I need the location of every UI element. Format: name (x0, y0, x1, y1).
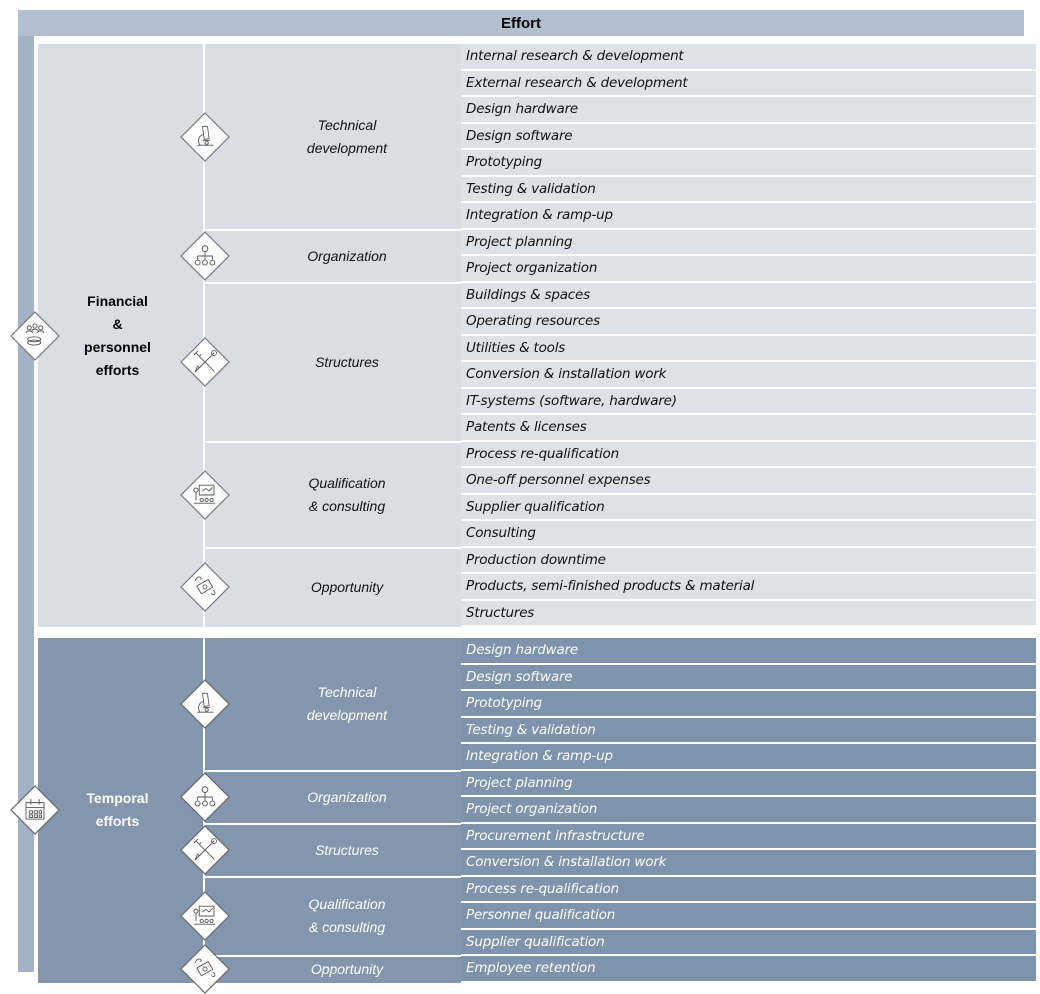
tools-icon (180, 825, 230, 875)
effort-item: Products, semi-finished products & mater… (461, 574, 1036, 599)
effort-item: Project organization (461, 256, 1036, 281)
category-divider (203, 875, 461, 878)
effort-item: One-off personnel expenses (461, 468, 1036, 493)
category-label: Organization (307, 788, 387, 805)
category-label: Qualification & consulting (308, 474, 386, 514)
group-label: Temporal efforts (86, 790, 149, 830)
effort-item: Project planning (461, 770, 1036, 795)
category-divider (203, 769, 461, 772)
flying-money-icon (180, 562, 230, 613)
effort-item: IT-systems (software, hardware) (461, 388, 1036, 413)
effort-item: Project organization (461, 797, 1036, 822)
effort-item: Integration & ramp-up (461, 203, 1036, 228)
effort-item: Prototyping (461, 691, 1036, 716)
effort-item: Design hardware (461, 97, 1036, 122)
effort-item: Conversion & installation work (461, 362, 1036, 387)
effort-item: Supplier qualification (461, 494, 1036, 519)
effort-item: Consulting (461, 521, 1036, 546)
category-divider (203, 546, 461, 549)
effort-item: Project planning (461, 229, 1036, 254)
microscope-icon (180, 679, 230, 730)
org-chart-icon (180, 231, 230, 281)
left-bar (18, 36, 34, 972)
effort-item: Integration & ramp-up (461, 744, 1036, 769)
column-divider (203, 44, 205, 627)
group-label: Financial & personnel efforts (84, 292, 151, 378)
presentation-icon (180, 891, 230, 942)
effort-item: Design software (461, 664, 1036, 689)
effort-item: Testing & validation (461, 176, 1036, 201)
effort-item: Personnel qualification (461, 903, 1036, 928)
category-label: Technical development (306, 684, 388, 724)
category-divider (203, 440, 461, 443)
presentation-icon (180, 469, 230, 520)
effort-item: Buildings & spaces (461, 282, 1036, 307)
effort-item: Design hardware (461, 638, 1036, 663)
category-divider (203, 281, 461, 284)
category-label: Technical development (306, 116, 388, 156)
effort-item: Internal research & development (461, 44, 1036, 69)
effort-item: Patents & licenses (461, 415, 1036, 440)
category-divider (203, 955, 461, 957)
category-label: Organization (307, 247, 387, 264)
effort-item: Employee retention (461, 956, 1036, 981)
group-panel (38, 638, 461, 983)
category-label: Opportunity (310, 578, 384, 595)
effort-item: Operating resources (461, 309, 1036, 334)
category-divider (203, 228, 461, 231)
calendar-icon (10, 785, 60, 836)
category-label: Structures (315, 841, 379, 858)
effort-item: Supplier qualification (461, 929, 1036, 954)
effort-item: Testing & validation (461, 717, 1036, 742)
microscope-icon (180, 111, 230, 162)
category-label: Qualification & consulting (308, 896, 386, 936)
effort-item: Process re-qualification (461, 876, 1036, 901)
effort-item: Design software (461, 123, 1036, 148)
org-chart-icon (180, 772, 230, 822)
header-title: Effort (18, 10, 1024, 36)
effort-item: Procurement infrastructure (461, 823, 1036, 848)
category-label: Structures (315, 353, 379, 370)
effort-item: Prototyping (461, 150, 1036, 175)
category-label: Opportunity (310, 960, 384, 977)
effort-item: External research & development (461, 70, 1036, 95)
category-divider (203, 822, 461, 825)
effort-item: Production downtime (461, 547, 1036, 572)
effort-item: Utilities & tools (461, 335, 1036, 360)
flying-money-icon (180, 944, 230, 994)
effort-item: Conversion & installation work (461, 850, 1036, 875)
effort-item: Structures (461, 600, 1036, 625)
group-panel (38, 44, 461, 627)
effort-item: Process re-qualification (461, 441, 1036, 466)
tools-icon (180, 337, 230, 387)
people-money-icon (10, 310, 60, 361)
